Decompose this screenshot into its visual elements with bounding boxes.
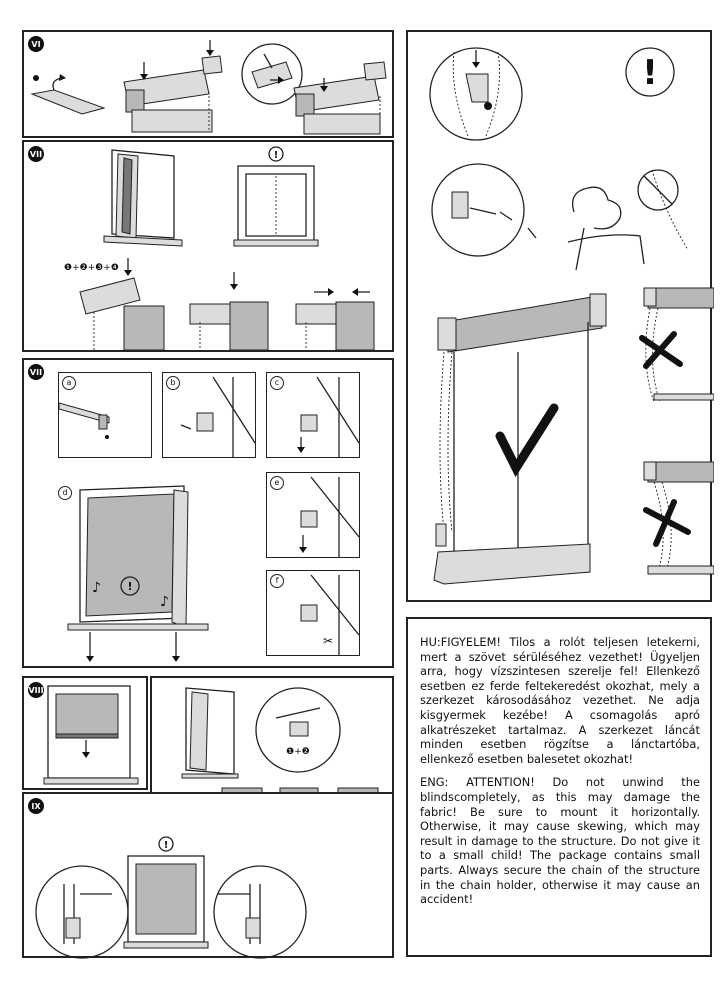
bracket-install-3: [295, 288, 375, 351]
panel-step-vi: VI: [22, 30, 394, 138]
panel-step-viii-left: VIII: [22, 676, 148, 790]
blind-incorrect-illustration-1: [639, 287, 714, 403]
chain-holder-detail: [429, 47, 523, 141]
step-badge: [28, 798, 44, 814]
window-closed-illustration: !: [233, 146, 319, 247]
window-tilted-small: [181, 687, 239, 779]
step-number: IX: [31, 802, 41, 811]
step-badge: [28, 682, 44, 698]
step-number: VII: [30, 368, 42, 377]
step-vii-details-illustration: VII ! ♪ ♪: [28, 364, 209, 662]
window-with-blind-large: ! ♪ ♪: [67, 485, 209, 662]
detail-box-e: e: [266, 472, 360, 558]
step-badge: [28, 36, 44, 52]
blind-incorrect-illustration-2: [643, 461, 714, 575]
child-chain-hazard: [567, 169, 689, 271]
step-number: VIII: [28, 686, 43, 695]
chain-holder-screw-detail: [431, 163, 537, 257]
step-vii-illustration: VII ! ❶+❷+❸+❹: [28, 146, 375, 351]
detail-box-a: a: [58, 372, 152, 458]
step-number: VII: [30, 150, 42, 159]
blind-bracket-illustration-1: [123, 40, 223, 133]
panel-step-vii: VII ! ❶+❷+❸+❹: [22, 140, 394, 352]
svg-text:!: !: [127, 580, 132, 593]
step-viii-window-illustration: VIII: [28, 682, 139, 785]
detail-circle-right: [213, 865, 307, 959]
warning-hu: HU:FIGYELEM! Tilos a rolót teljesen lete…: [420, 635, 700, 766]
panel-step-vii-details: VII ! ♪ ♪ a b c e f ✂ d: [22, 358, 394, 668]
detail-label-b: b: [166, 376, 180, 390]
checkmark-icon: [495, 403, 559, 478]
adhesive-strip: [30, 74, 106, 115]
blind-bracket-illustration-2: [293, 61, 387, 136]
warning-en: ENG: ATTENTION! Do not unwind the blinds…: [420, 775, 700, 907]
panel-step-ix: IX !: [22, 792, 394, 959]
step-formula-2: ❶+❷: [286, 747, 310, 757]
detail-label-a: a: [62, 376, 76, 390]
svg-text:♪: ♪: [160, 594, 169, 610]
warning-icon: !: [625, 47, 675, 97]
warning-text-box: HU:FIGYELEM! Tilos a rolót teljesen lete…: [406, 617, 712, 957]
step-number: VI: [31, 40, 40, 49]
svg-text:!: !: [642, 53, 658, 93]
detail-label-f: f: [270, 574, 284, 588]
window-closed-blind: !: [123, 836, 209, 949]
detail-label-d: d: [58, 486, 72, 500]
step-badge: [28, 364, 44, 380]
step-ix-illustration: IX !: [28, 798, 307, 959]
bracket-install-2: [189, 272, 269, 351]
blind-correct-illustration: [433, 293, 607, 585]
step-badge: [28, 146, 44, 162]
panel-chain-warning: !: [406, 30, 714, 602]
step-vi-illustration: VI: [28, 36, 387, 136]
detail-box-c: c: [266, 372, 360, 458]
detail-box-b: b: [162, 372, 256, 458]
bracket-detail-zoom: [241, 43, 303, 105]
svg-text:!: !: [164, 840, 169, 851]
detail-box-f: f ✂: [266, 570, 360, 656]
step-formula: ❶+❷+❸+❹: [64, 263, 119, 273]
svg-text:!: !: [274, 150, 279, 161]
detail-label-e: e: [270, 476, 284, 490]
svg-text:♪: ♪: [92, 580, 101, 596]
detail-circle-left: [35, 865, 129, 959]
bracket-install-1: [79, 277, 165, 351]
svg-text:✂: ✂: [323, 634, 333, 648]
chain-warning-illustration: !: [429, 47, 714, 585]
detail-label-c: c: [270, 376, 284, 390]
bracket-detail-zoom-2: ❶+❷: [255, 687, 341, 773]
window-tilted-illustration: [103, 149, 183, 247]
